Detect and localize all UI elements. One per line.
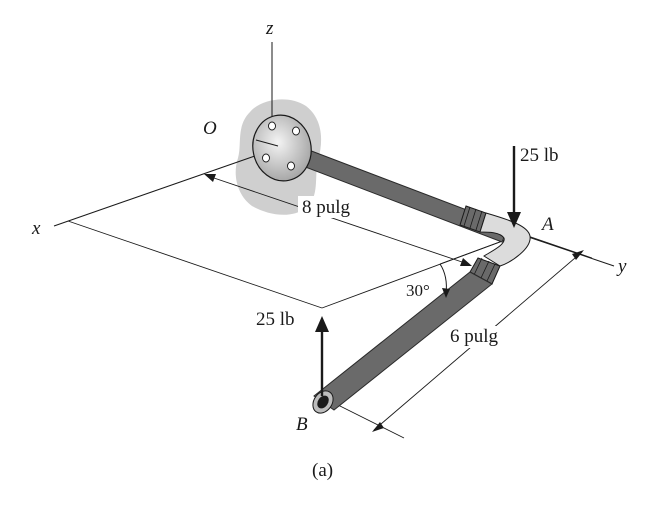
angle-arc-arrowhead <box>442 288 450 298</box>
coupling-oa <box>459 205 487 233</box>
z-axis-label: z <box>265 18 274 39</box>
dim-arrowhead-bottom <box>372 422 384 432</box>
force-arrowhead-a <box>507 212 521 228</box>
bolt-icon <box>268 121 276 131</box>
dimension-oa-label: 8 pulg <box>302 197 351 218</box>
x-axis-label: x <box>31 218 41 239</box>
extension-line-b <box>331 401 405 439</box>
force-a-label: 25 lb <box>520 145 559 166</box>
dimension-line-oa <box>213 177 463 263</box>
bolt-icon <box>262 153 270 163</box>
point-a-label: A <box>540 214 554 235</box>
pipe-segment-ab <box>312 271 493 414</box>
dimension-ab-label: 6 pulg <box>450 326 499 347</box>
dim-arrowhead-top <box>572 250 584 260</box>
label-backdrop <box>298 196 362 218</box>
x-axis <box>53 149 273 227</box>
angle-label: 30° <box>406 281 430 300</box>
dim-arrowhead-left <box>204 174 216 182</box>
extension-line-a <box>527 235 593 259</box>
label-backdrop <box>448 326 514 348</box>
y-axis-label: y <box>616 256 627 277</box>
force-b-label: 25 lb <box>256 309 295 330</box>
dim-arrowhead-right <box>460 258 472 266</box>
angle-reference-line <box>439 235 517 265</box>
point-b-label: B <box>296 414 308 435</box>
flange-plate <box>252 114 312 182</box>
origin-label: O <box>203 118 217 139</box>
coupling-ab <box>469 257 501 285</box>
bolt-icon <box>292 126 300 136</box>
x-offset-line <box>67 220 323 309</box>
figure-caption: (a) <box>312 460 333 481</box>
elbow-joint <box>479 212 531 267</box>
force-arrowhead-b <box>315 316 329 332</box>
bolt-icon <box>287 161 295 171</box>
